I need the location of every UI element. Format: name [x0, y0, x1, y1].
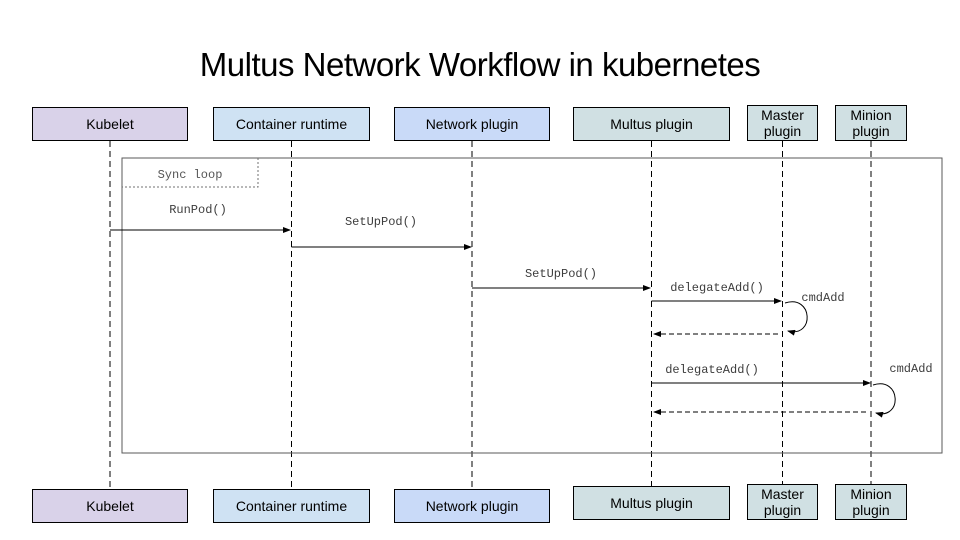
actor-bottom-kubelet: Kubelet — [32, 489, 188, 523]
diagram-frame-border — [121, 157, 943, 454]
actor-bottom-multus-plugin: Multus plugin — [573, 486, 730, 520]
sync-loop-label: Sync loop — [157, 168, 223, 182]
self-loop-cmdadd-minion — [872, 383, 896, 418]
actor-label: Minion plugin — [850, 107, 892, 139]
actor-label: Minion plugin — [850, 486, 892, 518]
message-label-cmdadd-1: cmdAdd — [801, 291, 845, 305]
actor-bottom-master-plugin: Master plugin — [747, 484, 818, 520]
message-label-delegateadd-1: delegateAdd() — [670, 281, 764, 295]
self-loop-cmdadd-master — [784, 301, 808, 336]
actor-top-kubelet: Kubelet — [32, 107, 188, 141]
actor-top-multus-plugin: Multus plugin — [573, 107, 730, 141]
actor-top-container-runtime: Container runtime — [213, 107, 370, 141]
actor-label: Network plugin — [425, 116, 519, 132]
actor-label: Multus plugin — [610, 116, 693, 132]
actor-top-master-plugin: Master plugin — [747, 105, 818, 141]
message-label-runpod: RunPod() — [169, 203, 227, 217]
message-label-setuppod-2: SetUpPod() — [524, 267, 597, 281]
actor-label: Master plugin — [761, 107, 804, 139]
diagram-title: Multus Network Workflow in kubernetes — [199, 46, 761, 83]
actor-bottom-network-plugin: Network plugin — [394, 489, 550, 523]
message-label-delegateadd-2: delegateAdd() — [665, 363, 759, 377]
actor-bottom-minion-plugin: Minion plugin — [835, 484, 907, 520]
actor-label: Master plugin — [761, 486, 804, 518]
actor-label: Container runtime — [235, 498, 348, 514]
message-label-cmdadd-2: cmdAdd — [889, 362, 933, 376]
actor-top-minion-plugin: Minion plugin — [835, 105, 907, 141]
message-label-setuppod-1: SetUpPod() — [344, 215, 417, 229]
actor-label: Network plugin — [425, 498, 519, 514]
actor-top-network-plugin: Network plugin — [394, 107, 550, 141]
actor-label: Multus plugin — [610, 495, 693, 511]
actor-label: Kubelet — [86, 498, 134, 514]
actor-label: Kubelet — [86, 116, 134, 132]
actor-label: Container runtime — [235, 116, 348, 132]
actor-bottom-container-runtime: Container runtime — [213, 489, 370, 523]
sync-loop-fragment-border — [122, 158, 259, 188]
